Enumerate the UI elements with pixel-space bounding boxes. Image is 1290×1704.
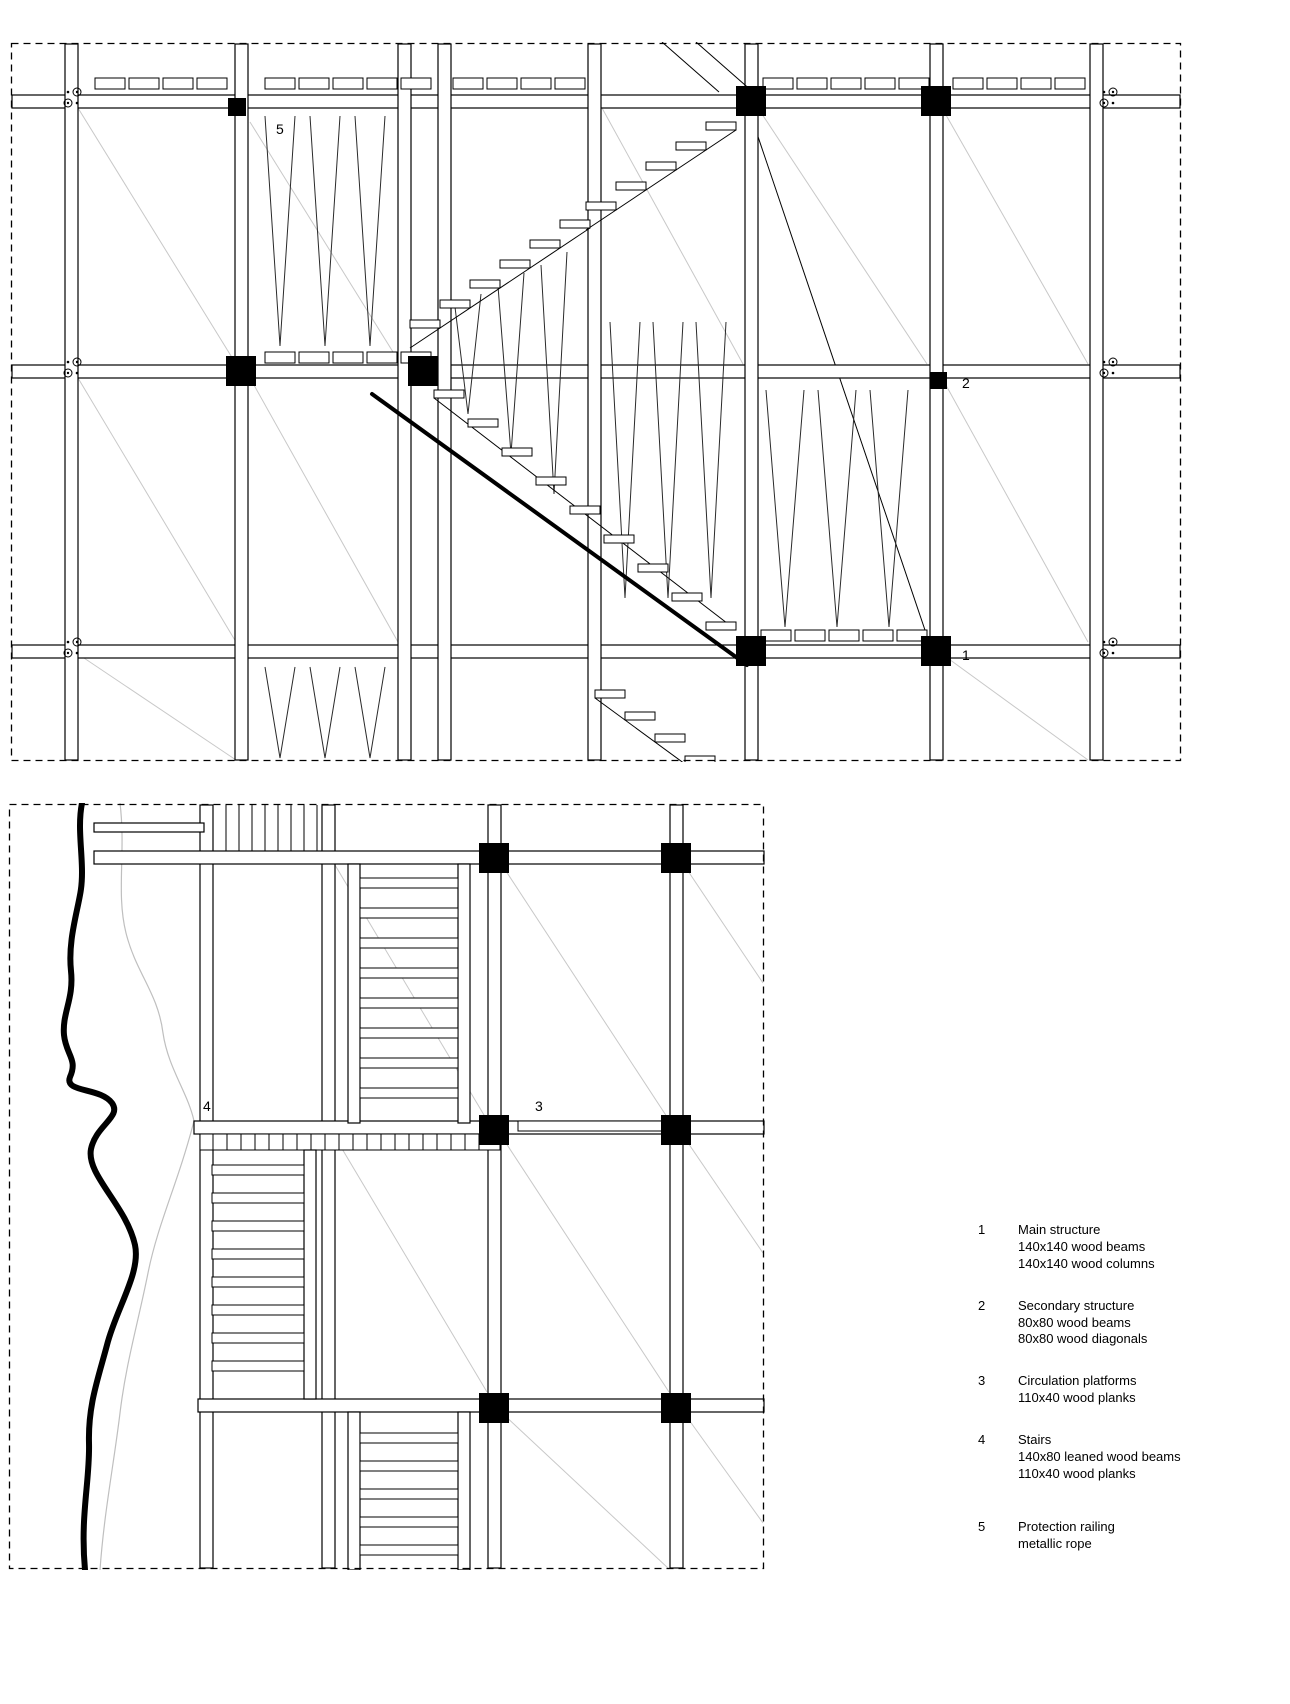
joint-squares <box>479 843 691 1423</box>
legend-line: 140x140 wood beams <box>1018 1238 1146 1254</box>
callout-railing: 5 <box>276 121 284 137</box>
legend-number: 2 <box>978 1297 986 1313</box>
circulation-platform <box>517 1120 663 1132</box>
legend-item-circulation-platforms: 3 Circulation platforms 110x40 wood plan… <box>978 1373 1181 1407</box>
legend-line: 80x80 wood beams <box>1018 1314 1131 1330</box>
rock-face-line <box>60 803 139 1570</box>
legend-item-stairs: 4 Stairs 140x80 leaned wood beams 110x40… <box>978 1432 1181 1483</box>
legend-line: 110x40 wood planks <box>1018 1465 1136 1481</box>
legend-line: 80x80 wood diagonals <box>1018 1331 1148 1347</box>
main-columns <box>199 804 684 1569</box>
callout-secondary: 2 <box>962 375 970 391</box>
section-drawing: 5 2 1 <box>10 42 1182 762</box>
railing-zigzag-bay1 <box>264 115 386 347</box>
railing-zigzag-bay2 <box>609 321 727 599</box>
stair-flight-1 <box>585 121 737 231</box>
legend-number: 5 <box>978 1518 986 1534</box>
legend-line: 140x80 leaned wood beams <box>1018 1449 1181 1465</box>
stair-flight-2 <box>409 219 591 349</box>
legend-line: Circulation platforms <box>1018 1373 1137 1389</box>
plan-drawing: 4 3 <box>8 803 765 1570</box>
plan-frame <box>8 803 765 1570</box>
secondary-diagonals <box>77 107 1089 761</box>
top-plank-hatch <box>212 805 318 851</box>
legend-item-protection-railing: 5 Protection railing metallic rope <box>978 1519 1181 1553</box>
stair-ladder-bottom <box>347 1411 471 1570</box>
legend-line: Secondary structure <box>1018 1297 1135 1313</box>
legend-line: Protection railing <box>1018 1518 1115 1534</box>
stair-ladder-lower-left <box>211 1149 317 1400</box>
stair-flight-3 <box>370 389 749 667</box>
terrain-line <box>99 803 195 1570</box>
railing-zigzag-bay3 <box>765 389 909 628</box>
stair-upper-stringer <box>661 42 754 93</box>
stairs-platform <box>199 1133 501 1151</box>
legend-line: Main structure <box>1018 1222 1101 1237</box>
stair-flight-4 <box>594 689 716 762</box>
joint-squares <box>226 86 951 666</box>
railing-zigzag-bottom <box>264 666 386 759</box>
legend-line: metallic rope <box>1018 1535 1092 1551</box>
legend-line: 110x40 wood planks <box>1018 1390 1136 1406</box>
legend-number: 1 <box>978 1222 986 1237</box>
callout-main: 1 <box>962 647 970 663</box>
legend-item-secondary-structure: 2 Secondary structure 80x80 wood beams 8… <box>978 1298 1181 1349</box>
legend-line: Stairs <box>1018 1432 1052 1448</box>
callout-platforms: 3 <box>535 1098 543 1114</box>
legend-item-main-structure: 1 Main structure 140x140 wood beams 140x… <box>978 1222 1181 1273</box>
callout-stairs: 4 <box>203 1098 211 1114</box>
legend-line: 140x140 wood columns <box>1018 1255 1155 1271</box>
stair-ladder-upper <box>347 863 471 1124</box>
legend-number: 4 <box>978 1432 986 1448</box>
section-frame <box>10 42 1182 762</box>
legend-number: 3 <box>978 1373 986 1389</box>
legend: 1 Main structure 140x140 wood beams 140x… <box>978 1222 1181 1578</box>
